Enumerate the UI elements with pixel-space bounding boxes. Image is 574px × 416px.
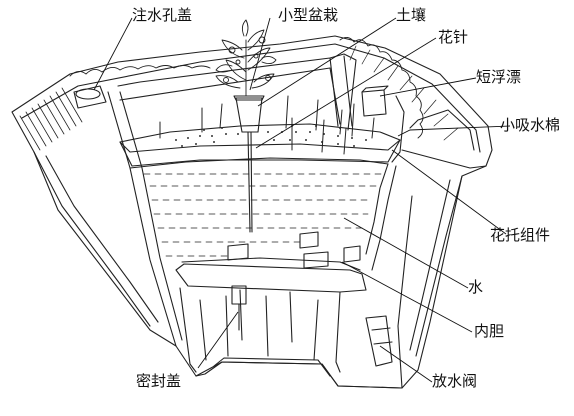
reservoir-right-wall-2 [372, 166, 396, 270]
pot-base [196, 362, 402, 388]
outer-shell-right-contour-2 [410, 180, 450, 350]
leader-fill-hole-cap [94, 18, 132, 90]
plant-foliage [216, 20, 276, 96]
fill-hole-cap-top [75, 88, 101, 100]
leader-drain-valve [380, 346, 432, 382]
short-float-top [362, 86, 388, 92]
liner-back-vertical [330, 58, 338, 126]
outer-shell-right-contour [416, 176, 462, 356]
liner-back-vertical-2 [344, 56, 352, 126]
rim-scallops-right [340, 37, 423, 138]
outer-shell-left-contour-2 [46, 156, 158, 322]
label-drain-valve: 放水阀 [432, 372, 478, 390]
seal-cap-part [232, 286, 246, 304]
drain-valve-body [372, 328, 392, 344]
label-fill-hole-cap: 注水孔盖 [132, 6, 193, 24]
water-dashes [144, 174, 384, 256]
label-small-pot: 小型盆栽 [278, 6, 339, 24]
label-flower-tray: 花托组件 [490, 226, 551, 244]
leader-soil [258, 18, 396, 106]
right-lower-rib [398, 196, 412, 388]
tray-perforations [175, 125, 367, 147]
leader-seal-cap [198, 312, 238, 368]
label-water: 水 [468, 278, 484, 296]
liner-lower-box-2 [200, 296, 318, 360]
rim-ribs-right [350, 46, 458, 140]
label-inner-liner: 内胆 [474, 322, 505, 340]
flower-pin-stem [248, 132, 250, 232]
tray-pins [160, 96, 374, 154]
outer-shell-right-face [402, 150, 486, 168]
outer-pot-shell [12, 36, 492, 388]
outer-shell-right-rib [410, 110, 474, 150]
reservoir-right-wall [366, 164, 388, 254]
leader-small-pot [250, 18, 270, 90]
liner-back-wall [118, 54, 356, 130]
rim-scallops-left [70, 66, 210, 77]
tray-feet [228, 232, 360, 268]
small-wick [392, 96, 404, 162]
leader-flower-tray [392, 150, 506, 234]
reservoir-cut-left [108, 92, 176, 346]
short-float [362, 90, 386, 116]
leader-lines [94, 18, 510, 382]
outer-shell-left-contour [34, 152, 150, 326]
inner-liner-bottom [176, 264, 366, 292]
reservoir-cut-left-inner [120, 92, 182, 340]
label-small-wick: 小吸水棉 [500, 116, 561, 134]
pot-base-inner [214, 358, 330, 376]
rim-ribs-left [20, 88, 82, 150]
label-soil: 土壤 [396, 6, 427, 24]
flower-tray-plate-edge [120, 140, 400, 152]
small-pot [236, 98, 262, 132]
liner-back-wall-2 [120, 68, 340, 124]
label-flower-pin: 花针 [438, 28, 469, 46]
label-seal-cap: 密封盖 [136, 372, 182, 390]
flower-pin-stem-2 [251, 132, 252, 232]
label-short-float: 短浮漂 [476, 68, 522, 86]
leader-short-float [380, 78, 476, 96]
leader-inner-liner [342, 262, 472, 332]
liner-lower-box [180, 288, 340, 372]
leader-water [344, 218, 468, 288]
inner-liner-ridge [182, 258, 360, 270]
small-pot-rim [234, 96, 264, 100]
fill-hole-cap [74, 86, 106, 108]
leader-flower-pin [256, 38, 436, 148]
drain-valve-part [366, 316, 392, 366]
leader-small-wick [398, 126, 510, 136]
